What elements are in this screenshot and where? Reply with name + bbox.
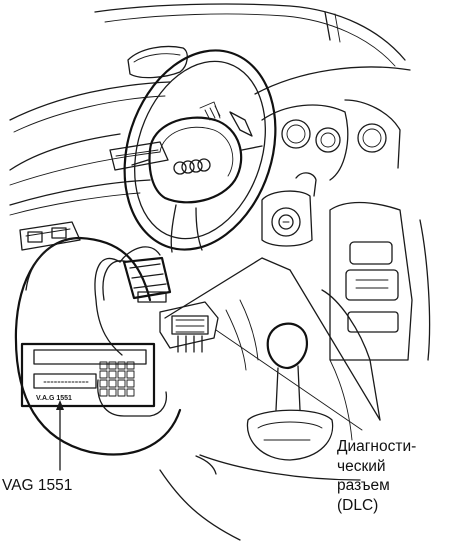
gear-lever: [246, 322, 334, 461]
floor-lines: [159, 299, 361, 541]
dlc-label-line-4: (DLC): [337, 496, 379, 514]
dlc-label-line-3: разъем: [337, 477, 390, 494]
steering-wheel: [123, 49, 277, 253]
vag-callout-label: VAG 1551: [2, 477, 73, 494]
zoom-circle: [14, 236, 182, 456]
instrument-cluster: [261, 99, 401, 181]
dlc-label-line-1: Диагности-: [337, 438, 417, 455]
door-panel: [9, 141, 169, 251]
diagnostic-plug: [122, 256, 172, 303]
tester-cable: [94, 246, 168, 417]
four-rings-logo: [173, 158, 211, 175]
vag-tester: V.A.G 1551: [20, 342, 156, 408]
dlc-label-line-2: ческий: [337, 457, 386, 475]
tester-keypad: [99, 361, 135, 397]
dlc-callout-label: Диагности- ческий разъем (DLC): [337, 437, 416, 515]
callout-lines: [164, 257, 381, 431]
dlc-connector: [159, 301, 219, 353]
dashboard-outline: [9, 3, 411, 186]
tester-brand-text: V.A.G 1551: [36, 395, 72, 402]
mirror: [127, 45, 188, 79]
vag-pointer: [56, 400, 64, 471]
center-console: [321, 201, 431, 441]
ignition-lock: [261, 172, 317, 247]
